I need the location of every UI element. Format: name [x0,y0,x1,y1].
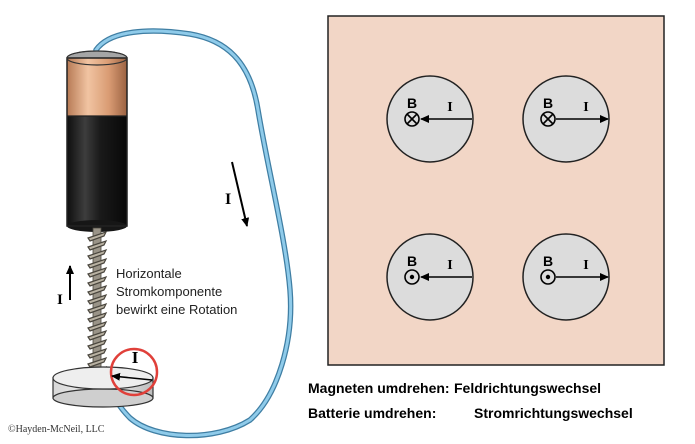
current-label: I [583,100,588,115]
field-label: B [543,253,553,269]
magnet [52,366,154,408]
field-out-of-page-icon [540,269,556,285]
cross-stroke [542,113,554,125]
caption-2-value: Stromrichtungswechsel [474,405,633,421]
field-into-page-icon [404,111,420,127]
screw-current-label: I [57,292,63,308]
screw-thread [87,275,108,287]
highlight-circle [109,347,159,397]
screw-thread [87,320,108,332]
screw-thread [87,329,108,341]
magnet-current-arrow [111,372,153,381]
current-label: I [447,258,452,273]
caption-1-label: Magneten umdrehen: [308,380,450,396]
cross-stroke [406,113,418,125]
annotation-line-1: Horizontale [116,266,182,281]
dot-mark [409,274,415,280]
rotation-annotation: Horizontale Stromkomponente bewirkt eine… [116,266,237,317]
screw-thread [87,284,108,296]
field-out-of-page-icon [404,269,420,285]
dot-mark [545,274,551,280]
screw-thread [87,347,108,359]
screw [87,227,108,377]
annotation-line-2: Stromkomponente [116,284,222,299]
caption-2-label: Batterie umdrehen: [308,405,436,421]
magnet-current-label: I [132,348,139,367]
field-label: B [407,95,417,111]
screw-thread [87,338,108,350]
captions: Magneten umdrehen: Feldrichtungswechsel … [308,380,633,421]
screw-thread [87,248,108,260]
right-panel [327,15,665,366]
screw-thread [87,293,108,305]
battery [66,50,128,232]
copyright: ©Hayden-McNeil, LLC [8,424,105,435]
current-label: I [447,100,452,115]
caption-1-value: Feldrichtungswechsel [454,380,601,396]
current-label: I [583,258,588,273]
wire-current-arrow [231,161,250,227]
screw-thread [87,356,108,368]
screw-thread [87,230,108,242]
field-label: B [407,253,417,269]
screw-thread [87,239,108,251]
screw-thread [87,302,108,314]
screw-thread [87,311,108,323]
screw-thread [87,257,108,269]
annotation-line-3: bewirkt eine Rotation [116,302,237,317]
wire-loop [93,28,294,439]
field-label: B [543,95,553,111]
field-into-page-icon [540,111,556,127]
wire-current-label: I [225,191,231,208]
screw-thread [87,266,108,278]
